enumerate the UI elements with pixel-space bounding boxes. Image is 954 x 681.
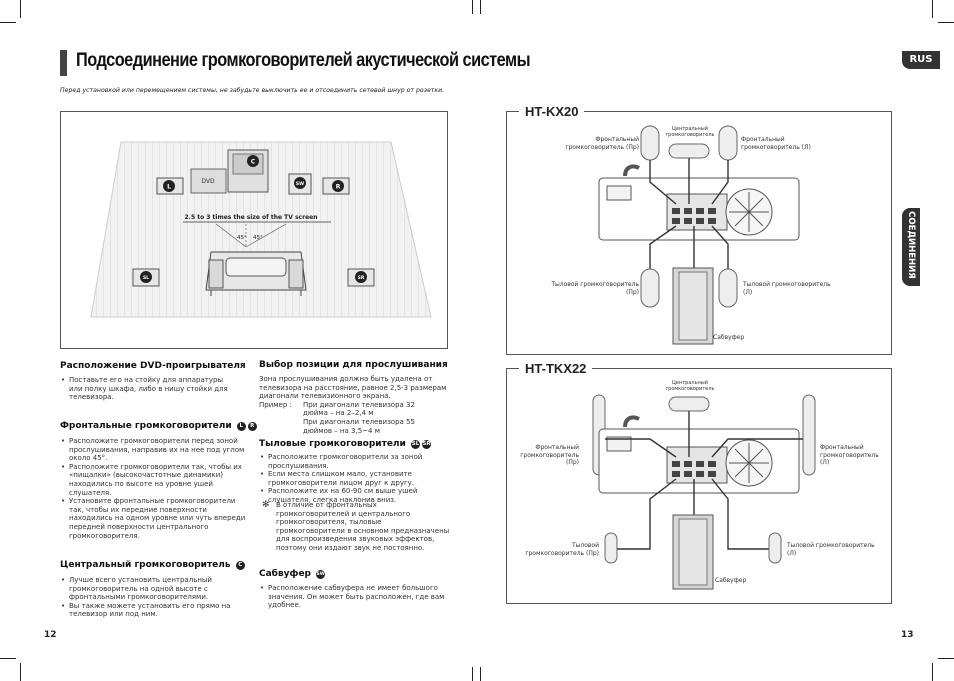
listening-examples: Пример : При диагонали телевизора 32 дюй… xyxy=(259,401,449,435)
badge-center: C xyxy=(235,561,245,570)
page-number-right: 13 xyxy=(901,630,914,640)
example-label: Пример : xyxy=(259,400,292,409)
kx20-rear-left-label: Тыловой громкоговоритель (Л) xyxy=(743,281,831,296)
kx20-subwoofer-label: Сабвуфер xyxy=(713,334,745,341)
subwoofer-heading: Сабвуфер SW xyxy=(259,569,326,579)
dvd-placement-list: Поставьте его на стойку для аппаратуры и… xyxy=(60,376,238,402)
tkx22-front-right-label: Фронтальный громкоговоритель (Пр) xyxy=(520,444,579,466)
kx20-wiring-illustration xyxy=(598,125,800,345)
note-text: В отличие от фронтальных громкоговорител… xyxy=(276,501,450,552)
rear-speakers-list: Расположите громкоговорители за зоной пр… xyxy=(259,453,449,505)
badge-rear-sr: SR xyxy=(421,440,431,449)
tkx22-subwoofer-label: Сабвуфер xyxy=(715,577,747,584)
crop-mark xyxy=(472,0,473,14)
center-speaker-list: Лучше всего установить центральный громк… xyxy=(60,576,238,619)
badge-rear-sl: SL xyxy=(410,440,420,449)
list-item: Если места слишком мало, установите гром… xyxy=(259,470,449,487)
tkx22-front-left-label: Фронтальный громкоговоритель (Л) xyxy=(820,444,879,466)
badge-c: C xyxy=(251,159,256,166)
front-speakers-list: Расположите громкоговорители перед зоной… xyxy=(60,437,246,540)
front-speakers-title: Фронтальные громкоговорители xyxy=(60,421,232,431)
listening-position-body: Зона прослушивания должна быть удалена о… xyxy=(259,375,447,401)
kx20-front-right-label: Фронтальный громкоговоритель (Пр) xyxy=(565,136,639,151)
crop-mark xyxy=(0,22,16,23)
room-layout-illustration: DVD 2.5 to 3 times the size of the TV sc… xyxy=(90,141,432,318)
crop-mark xyxy=(0,658,16,659)
listening-position-text: Зона прослушивания должна быть удалена о… xyxy=(259,375,449,435)
subwoofer-title: Сабвуфер xyxy=(259,569,312,579)
crop-mark xyxy=(20,0,21,18)
crop-mark xyxy=(480,0,481,14)
section-side-tab: СОЕДИНЕНИЯ xyxy=(902,208,920,286)
kx20-model-label: HT-KX20 xyxy=(519,104,585,119)
crop-mark xyxy=(938,658,954,659)
list-item: Расположите громкоговорители за зоной пр… xyxy=(259,453,449,470)
list-item: Расположение сабвуфера не имеет большого… xyxy=(259,584,449,610)
crop-mark xyxy=(932,663,933,681)
badge-front-r: R xyxy=(247,422,257,431)
list-item: Установите фронтальные громкоговорители … xyxy=(60,497,246,540)
badge-front-l: L xyxy=(236,422,246,431)
badge-l: L xyxy=(167,184,171,191)
title-accent-bar xyxy=(60,50,67,76)
crop-mark xyxy=(480,667,481,681)
badge-subwoofer: SW xyxy=(316,570,326,579)
crop-mark xyxy=(20,663,21,681)
kx20-front-left-label: Фронтальный громкоговоритель (Л) xyxy=(741,136,811,151)
badge-sr: SR xyxy=(358,275,365,281)
example-55: При диагонали телевизора 55 дюймов – на … xyxy=(303,417,415,435)
tkx22-wiring-diagram: HT-TKX22 Фронтальный громкоговоритель (П… xyxy=(506,361,892,604)
side-tab-label: СОЕДИНЕНИЯ xyxy=(906,211,916,279)
language-badge: RUS xyxy=(902,51,940,69)
listening-position-heading: Выбор позиции для прослушивания xyxy=(259,360,448,370)
intro-note: Перед установкой или перемещением систем… xyxy=(60,87,445,94)
kx20-wiring-diagram: HT-KX20 Фронтальный громкоговоритель (Пр… xyxy=(506,104,892,355)
kx20-rear-right-label: Тыловой громкоговоритель (Пр) xyxy=(551,281,639,296)
list-item: Расположите громкоговорители перед зоной… xyxy=(60,437,246,463)
badge-sl: SL xyxy=(143,275,149,281)
tkx22-rear-left-label: Тыловой громкоговоритель (Л) xyxy=(787,542,875,557)
list-item: Расположите их на 60-90 см выше ушей слу… xyxy=(259,487,449,504)
tkx22-center-label: Центральный громкоговоритель xyxy=(665,380,715,392)
kx20-center-label: Центральный громкоговоритель xyxy=(665,126,715,138)
distance-label: 2.5 to 3 times the size of the TV screen xyxy=(185,214,318,221)
note-mark: ✻ xyxy=(262,500,270,510)
list-item: Расположите громкоговорители так, чтобы … xyxy=(60,463,246,497)
angle-right: 45° xyxy=(253,235,263,241)
tkx22-model-label: HT-TKX22 xyxy=(519,361,593,376)
dvd-placement-heading: Расположение DVD-проигрывателя xyxy=(60,361,246,371)
badge-sw: SW xyxy=(296,181,304,187)
tkx22-wiring-illustration xyxy=(592,394,816,590)
badge-r: R xyxy=(336,184,341,191)
list-item: Вы также можете установить его прямо на … xyxy=(60,602,238,619)
list-item: Поставьте его на стойку для аппаратуры и… xyxy=(60,376,238,402)
rear-speakers-title: Тыловые громкоговорители xyxy=(259,439,406,449)
example-32: При диагонали телевизора 32 дюйма – на 2… xyxy=(303,400,415,418)
rear-speakers-note: ✻ В отличие от фронтальных громкоговорит… xyxy=(262,501,452,553)
list-item: Лучше всего установить центральный громк… xyxy=(60,576,238,602)
room-layout-diagram: DVD 2.5 to 3 times the size of the TV sc… xyxy=(60,111,448,349)
crop-mark xyxy=(932,0,933,18)
center-speaker-heading: Центральный громкоговоритель C xyxy=(60,560,245,570)
dvd-label: DVD xyxy=(201,178,215,185)
angle-left: 45° xyxy=(237,235,247,241)
center-speaker-title: Центральный громкоговоритель xyxy=(60,560,231,570)
page-title: Подсоединение громкоговорителей акустиче… xyxy=(76,50,531,71)
crop-mark xyxy=(938,22,954,23)
crop-mark xyxy=(472,667,473,681)
page-number-left: 12 xyxy=(44,630,57,640)
tkx22-rear-right-label: Тыловой громкоговоритель (Пр) xyxy=(525,542,599,557)
subwoofer-list: Расположение сабвуфера не имеет большого… xyxy=(259,584,449,610)
